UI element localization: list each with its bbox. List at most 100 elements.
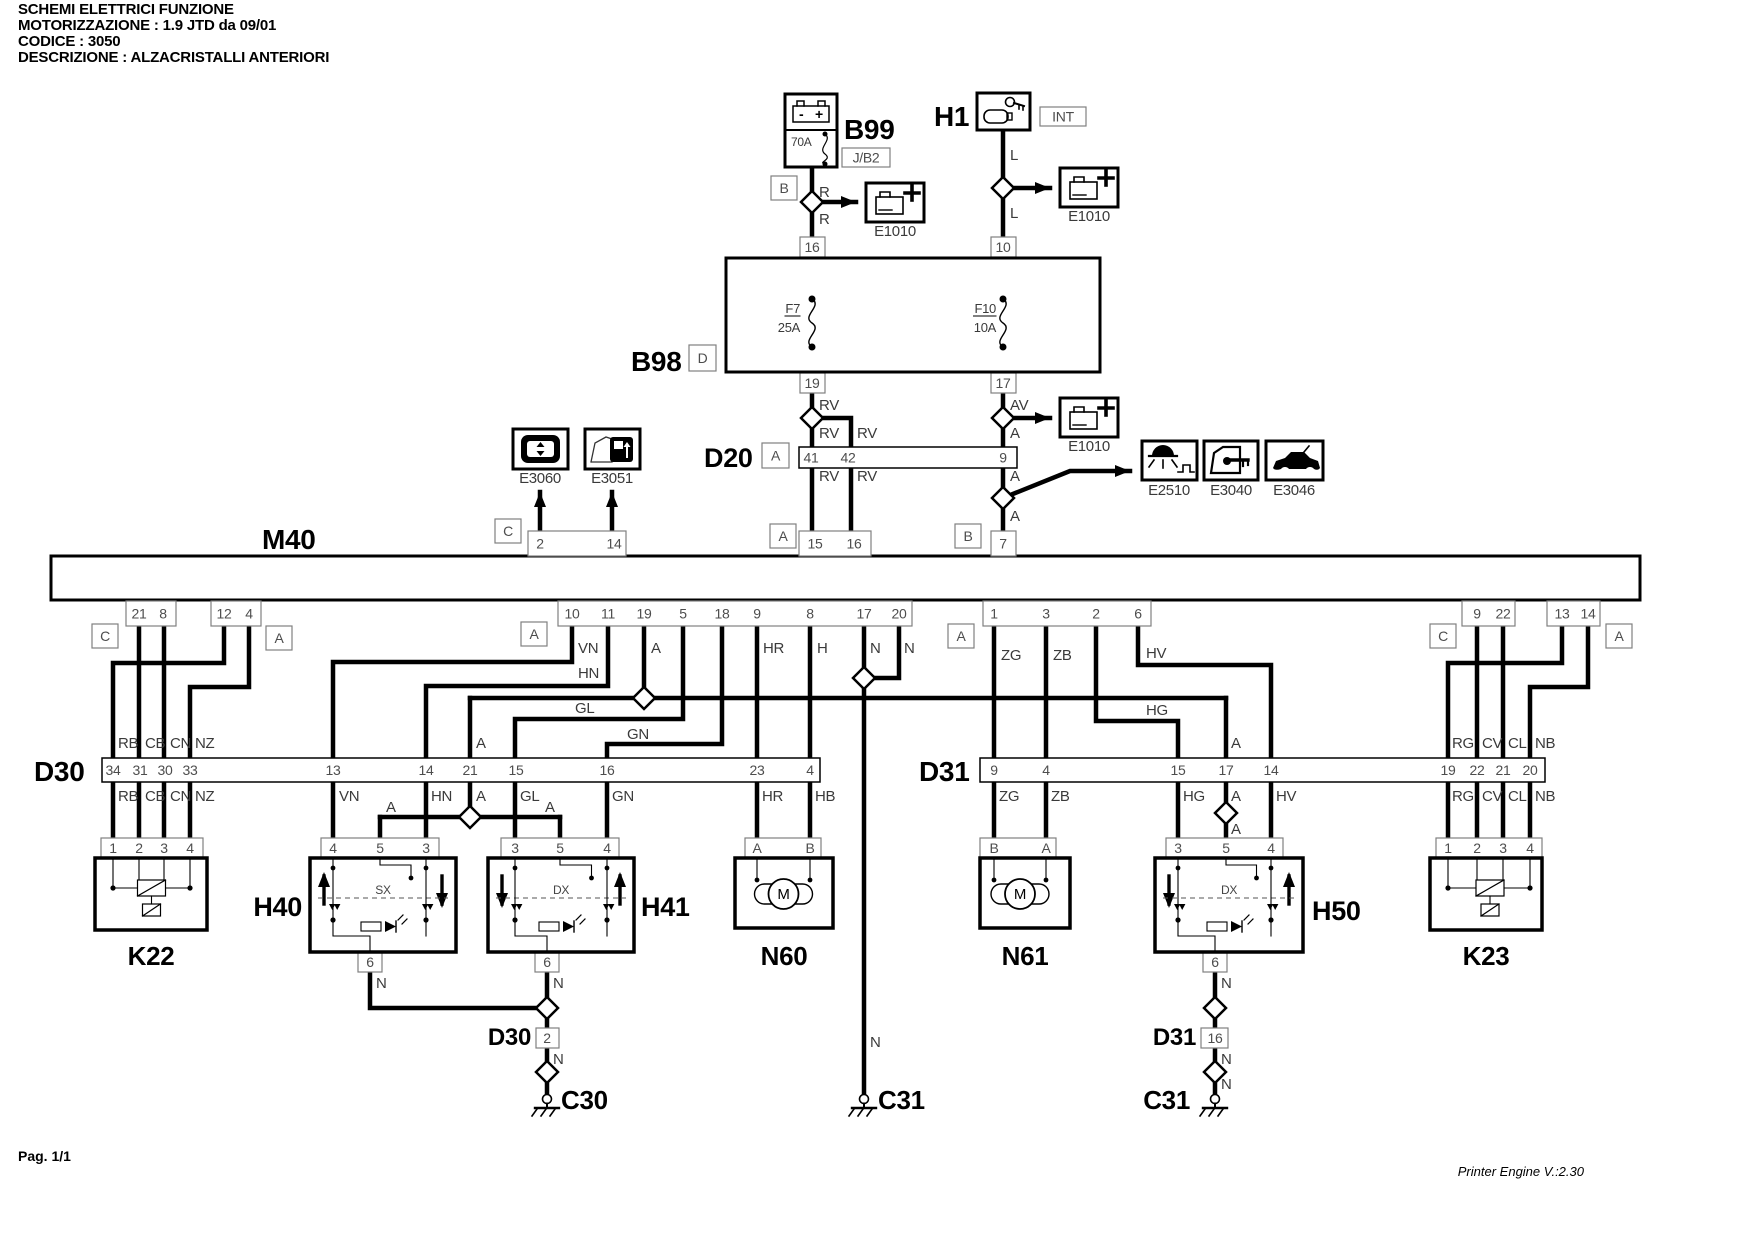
battery-plus-frame <box>864 181 926 224</box>
connector-pin-number: 21 <box>463 762 478 778</box>
ground-point-label: E1010 <box>1068 208 1110 225</box>
component-label: D30 <box>34 756 84 787</box>
connector-tag-box <box>265 625 293 651</box>
wire-color-label: A <box>476 735 486 752</box>
contact-arrow <box>1179 904 1186 910</box>
pin-number: 5 <box>376 840 384 856</box>
pin-box <box>982 600 1152 627</box>
junction-dot <box>999 343 1007 351</box>
wire-color-label: N <box>870 1034 881 1051</box>
junction-dot <box>1254 875 1259 881</box>
junction-dot <box>589 875 594 881</box>
wire-color-label: GN <box>627 726 649 743</box>
contact-arrow <box>422 904 429 910</box>
component-label: C31 <box>1143 1085 1190 1115</box>
switch-internal <box>1225 857 1258 879</box>
wire-color-label: HB <box>815 788 836 805</box>
connector-pin-number: 20 <box>1523 762 1538 778</box>
connector-pin-number: 4 <box>1042 762 1050 778</box>
wire <box>1135 597 1274 861</box>
pin-number: 2 <box>135 840 143 856</box>
wire <box>512 597 686 861</box>
dome-lamp-frame <box>1140 439 1199 482</box>
splice-diamond-icon <box>457 804 483 830</box>
wire <box>110 597 227 861</box>
fuse-symbol-icon <box>999 298 1007 348</box>
pin-number: 18 <box>715 606 730 622</box>
wire-color-label: A <box>386 799 396 816</box>
wire-color-label: CL <box>1508 735 1527 752</box>
motor-circle-icon <box>1004 878 1036 910</box>
splice-diamond-icon <box>990 175 1016 201</box>
pin-number: 8 <box>806 606 814 622</box>
led-icon <box>563 921 574 932</box>
fuse-symbol-icon <box>808 298 816 348</box>
connector-tag-box <box>770 175 798 201</box>
fuse-name: F10 <box>974 301 996 316</box>
splice-diamond-icon <box>1213 800 1239 826</box>
pin-number: 10 <box>996 239 1011 255</box>
ignition-barrel-icon <box>983 109 1009 124</box>
connector-pin-number: 13 <box>326 762 341 778</box>
led-ray <box>1243 914 1250 921</box>
connector-tag-label: C <box>503 523 513 539</box>
component-label: N60 <box>761 941 808 971</box>
junction-dot <box>822 131 828 137</box>
connector-tag-box <box>1605 623 1633 649</box>
connector-bar <box>49 554 1642 602</box>
connector-bar <box>798 446 1018 469</box>
connector-tag-label: C <box>1438 628 1448 644</box>
arrowhead-icon <box>606 492 618 507</box>
connector-tag-label: A <box>771 448 781 464</box>
car-antenna <box>1302 444 1311 454</box>
connector-pin-number: 17 <box>1219 762 1234 778</box>
pin-number: 8 <box>159 606 167 622</box>
wire-color-label: N <box>553 975 564 992</box>
wire-color-label: HG <box>1183 788 1205 805</box>
relay-box <box>93 856 209 932</box>
junction-dot <box>808 295 816 303</box>
pin-number: 6 <box>1211 954 1219 970</box>
ground-ring-icon <box>1209 1093 1221 1105</box>
led-ray <box>579 918 586 925</box>
pin-number: 16 <box>805 239 820 255</box>
wire-color-label: RG <box>1452 788 1474 805</box>
splice-diamond-icon <box>534 995 560 1021</box>
wire-color-label: ZB <box>1051 788 1070 805</box>
splice-diamond-icon <box>799 405 825 431</box>
connector-tag-label: A <box>1614 628 1624 644</box>
wire-color-label: HR <box>763 640 785 657</box>
junction-dot <box>754 877 760 883</box>
component-label: B99 <box>844 114 894 145</box>
connector-pin-number: 15 <box>1171 762 1186 778</box>
pin-number: 20 <box>892 606 907 622</box>
wire-color-label: HN <box>578 665 599 682</box>
pin-number: 9 <box>1473 606 1481 622</box>
arrowhead-icon <box>614 872 626 887</box>
window-switch-face <box>527 441 554 457</box>
junction-dot <box>999 295 1007 303</box>
pin-number: 4 <box>1526 840 1534 856</box>
arrowhead-icon <box>1035 412 1050 424</box>
arrowhead-icon <box>436 893 448 908</box>
switch-side-label: DX <box>1221 883 1237 897</box>
wire-color-label: A <box>476 788 486 805</box>
ground-point-label: E1010 <box>874 223 916 240</box>
wire-color-label: A <box>1231 788 1241 805</box>
battery-terminal <box>796 100 805 107</box>
ground-point-label: E1010 <box>1068 438 1110 455</box>
pin-number: A <box>1041 840 1051 856</box>
wire-color-label: CN <box>170 735 191 752</box>
component-label: D31 <box>919 756 969 787</box>
wire-color-label: NZ <box>195 788 215 805</box>
ground-ring-icon <box>858 1093 870 1105</box>
pin-number: 4 <box>603 840 611 856</box>
wire-color-label: N <box>1221 1076 1232 1093</box>
connector-tag-label: A <box>274 630 284 646</box>
arrow-wire <box>1000 468 1133 501</box>
pin-number: 17 <box>996 375 1011 391</box>
connector-pin-number: 41 <box>804 450 819 466</box>
motor-circle-icon <box>767 878 800 910</box>
switch-side-label: SX <box>375 883 391 897</box>
